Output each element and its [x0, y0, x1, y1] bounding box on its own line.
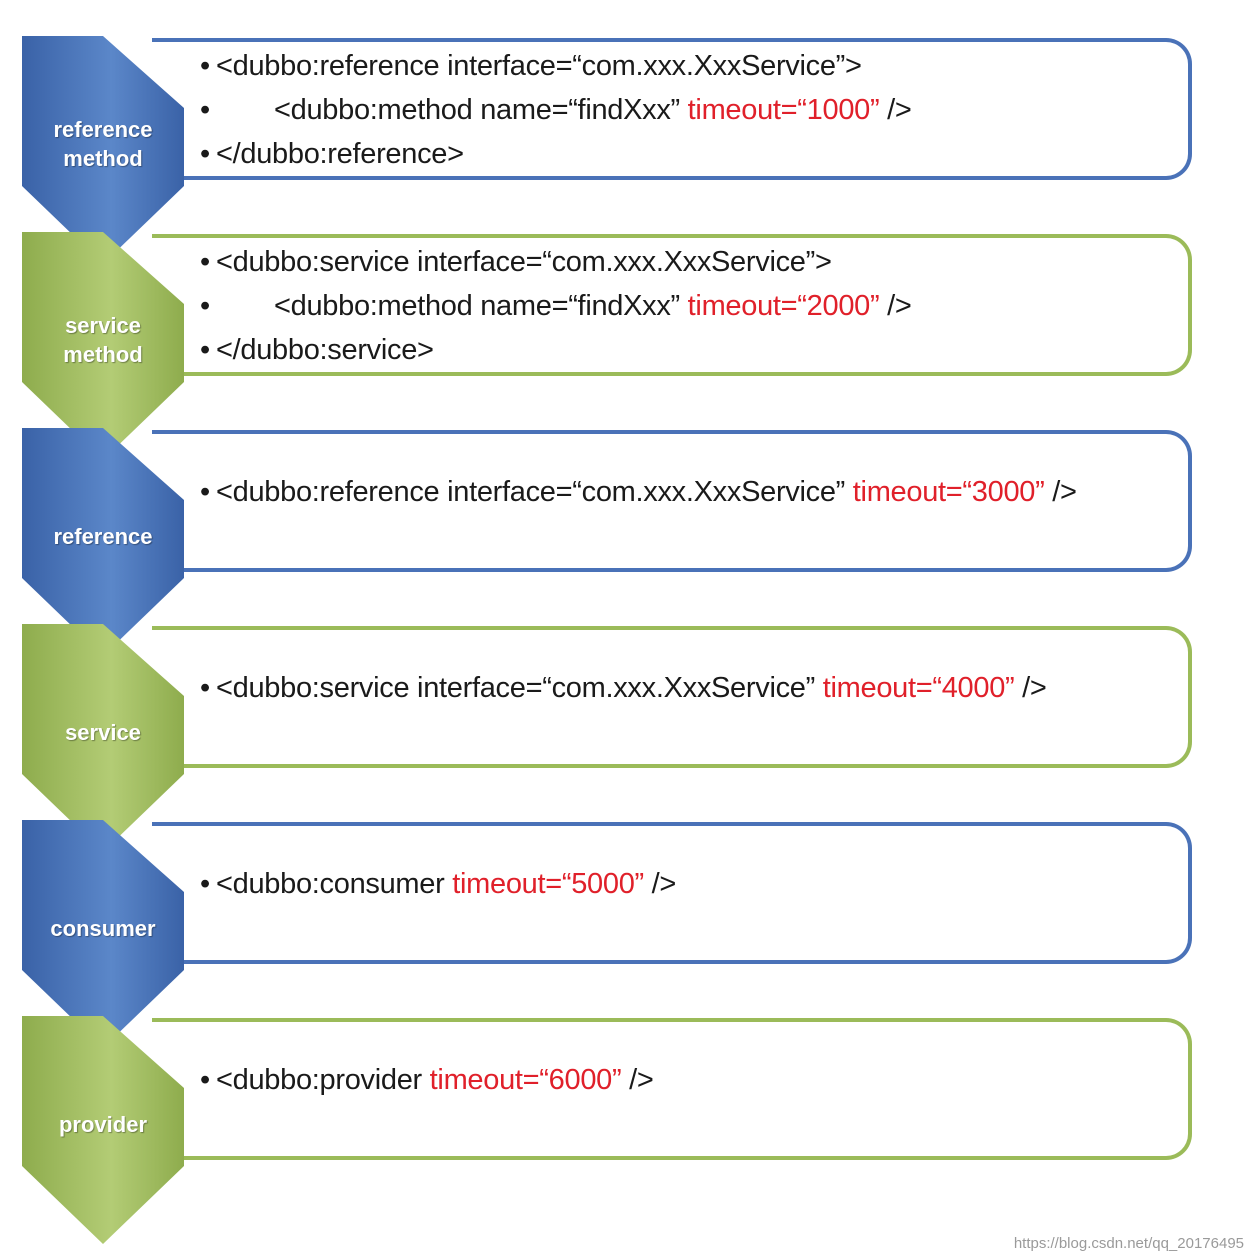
bullet: • — [200, 868, 210, 900]
step-4: service •<dubbo:service interface=“com.xx… — [0, 624, 1254, 852]
code-lines: •<dubbo:reference interface=“com.xxx.Xxx… — [200, 470, 1190, 514]
chevron-arrow — [22, 820, 184, 1050]
code-text: <dubbo:reference interface=“com.xxx.XxxS… — [216, 50, 862, 82]
code-line: •<dubbo:reference interface=“com.xxx.Xxx… — [200, 470, 1190, 514]
code-lines: •<dubbo:reference interface=“com.xxx.Xxx… — [200, 44, 1190, 176]
timeout-attribute: timeout=“3000” — [852, 476, 1045, 508]
code-text: <dubbo:consumer — [216, 868, 453, 900]
code-text: </dubbo:reference> — [216, 138, 464, 170]
code-text: <dubbo:service interface=“com.xxx.XxxSer… — [216, 246, 832, 278]
level-label: service — [65, 719, 141, 745]
step-1: reference method•<dubbo:reference interf… — [0, 36, 1254, 264]
code-line: •<dubbo:provider timeout=“6000” /> — [200, 1058, 1190, 1102]
tag-close: /> — [643, 868, 677, 900]
step-6: provider •<dubbo:provider timeout=“6000” … — [0, 1016, 1254, 1244]
code-line: •<dubbo:service interface=“com.xxx.XxxSe… — [200, 666, 1190, 710]
code-line: • <dubbo:method name=“findXxx” timeout=“2… — [200, 284, 1190, 328]
step-3: reference •<dubbo:reference interface=“co… — [0, 428, 1254, 656]
code-line: •<dubbo:service interface=“com.xxx.XxxSe… — [200, 240, 1190, 284]
bullet: • — [200, 1064, 210, 1096]
chevron-arrow — [22, 1016, 184, 1246]
code-line: •<dubbo:consumer timeout=“5000” /> — [200, 862, 1190, 906]
code-line: •</dubbo:service> — [200, 328, 1190, 372]
level-label: service method — [63, 313, 143, 367]
code-lines: •<dubbo:provider timeout=“6000” /> — [200, 1058, 1190, 1102]
bullet: • — [200, 672, 210, 704]
step-5: consumer •<dubbo:consumer timeout=“5000” … — [0, 820, 1254, 1048]
level-label: reference — [53, 523, 153, 549]
watermark: https://blog.csdn.net/qq_20176495 — [1013, 1235, 1244, 1252]
bullet: • — [200, 94, 210, 126]
code-line: •<dubbo:reference interface=“com.xxx.Xxx… — [200, 44, 1190, 88]
timeout-attribute: timeout=“5000” — [452, 868, 644, 900]
code-text: <dubbo:reference interface=“com.xxx.XxxS… — [216, 476, 853, 508]
bullet: • — [200, 334, 210, 366]
code-box — [152, 822, 1192, 964]
code-line: •</dubbo:reference> — [200, 132, 1190, 176]
code-lines: •<dubbo:consumer timeout=“5000” /> — [200, 862, 1190, 906]
level-label: provider — [58, 1111, 148, 1137]
level-label: consumer — [50, 915, 156, 941]
timeout-attribute: timeout=“6000” — [429, 1064, 622, 1096]
tag-close: /> — [879, 290, 912, 322]
code-box — [152, 626, 1192, 768]
code-box — [152, 38, 1192, 180]
bullet: • — [200, 476, 210, 508]
tag-close: /> — [621, 1064, 654, 1096]
code-box — [152, 234, 1192, 376]
tag-close: /> — [1044, 476, 1077, 508]
code-text: </dubbo:service> — [216, 334, 434, 366]
code-line: • <dubbo:method name=“findXxx” timeout=“1… — [200, 88, 1190, 132]
code-text: <dubbo:provider — [216, 1064, 430, 1096]
timeout-attribute: timeout=“1000” — [687, 94, 880, 126]
chevron-arrow — [22, 36, 184, 266]
level-label: reference method — [53, 117, 153, 171]
tag-close: /> — [879, 94, 912, 126]
code-lines: •<dubbo:service interface=“com.xxx.XxxSe… — [200, 666, 1190, 710]
code-lines: •<dubbo:service interface=“com.xxx.XxxSe… — [200, 240, 1190, 372]
chevron-arrow — [22, 428, 184, 658]
code-box — [152, 430, 1192, 572]
code-text: <dubbo:service interface=“com.xxx.XxxSer… — [216, 672, 823, 704]
bullet: • — [200, 246, 210, 278]
timeout-attribute: timeout=“2000” — [687, 290, 880, 322]
step-2: service method•<dubbo:service interface=… — [0, 232, 1254, 460]
bullet: • — [200, 290, 210, 322]
timeout-attribute: timeout=“4000” — [822, 672, 1015, 704]
bullet: • — [200, 138, 210, 170]
code-box — [152, 1018, 1192, 1160]
chevron-arrow — [22, 624, 184, 854]
tag-close: /> — [1014, 672, 1047, 704]
code-text: <dubbo:method name=“findXxx” — [274, 290, 688, 322]
code-text: <dubbo:method name=“findXxx” — [274, 94, 688, 126]
chevron-arrow — [22, 232, 184, 462]
bullet: • — [200, 50, 210, 82]
